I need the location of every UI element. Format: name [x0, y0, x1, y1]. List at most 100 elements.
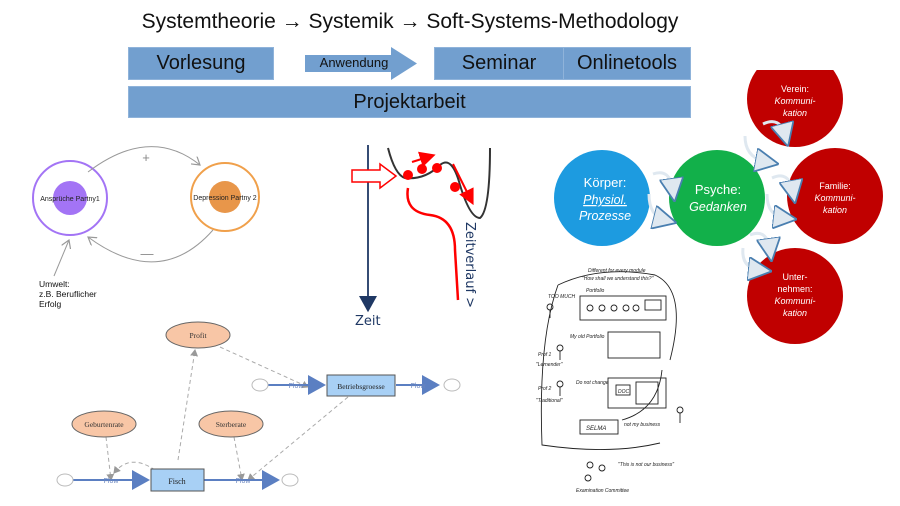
link-fisch-flow — [113, 461, 156, 474]
flow-label: Flow — [236, 478, 252, 485]
psyche-title: Psyche: — [695, 182, 741, 197]
sketch-label: SELMA — [586, 426, 606, 432]
ball — [417, 164, 427, 174]
verein-sub-1: Kommuni- — [774, 96, 815, 106]
unternehmen-sub-1: Kommuni- — [774, 296, 815, 306]
stock-betriebsgroesse — [326, 374, 396, 397]
link-betriebsgroesse-flow — [247, 396, 349, 481]
exchange-arrow — [749, 231, 770, 250]
variable-geburtenrate — [71, 410, 137, 438]
link-fisch-profit — [177, 349, 199, 461]
sketch-label: My old Portfolio — [570, 334, 605, 340]
variable-profit — [165, 321, 231, 349]
familie-sub-2: kation — [823, 205, 847, 215]
environment-label-1: Umwelt: — [39, 279, 70, 289]
node2-core — [209, 181, 241, 213]
sketch-label: Examination Committee — [576, 488, 629, 494]
variable-sterberate-label: Sterberate — [216, 420, 247, 429]
motion-arrow — [411, 151, 436, 168]
exchange-arrow — [762, 120, 785, 135]
variable-sterberate — [198, 410, 264, 438]
psyche-system-diagram: Körper: Physiol. Prozesse Psyche: Gedank… — [554, 70, 883, 344]
verein-title: Verein: — [781, 84, 809, 94]
exchange-arrow — [652, 171, 673, 190]
plus-sign: + — [142, 150, 150, 165]
causal-loop-diagram: Ansprüche Partny1 Depression Partny 2 + … — [32, 146, 260, 309]
sketch-top-arc — [557, 271, 677, 361]
stock-flow-diagram: Flow Flow Flow Flow Fisch Betriebsgroess… — [56, 321, 461, 492]
time-axis-label: Zeit — [355, 314, 381, 329]
sketch-label: not my business — [624, 422, 661, 428]
projektarbeit-bar: Projektarbeit — [128, 86, 691, 118]
verein-sub-2: kation — [783, 108, 807, 118]
anwendung-arrow — [305, 47, 417, 80]
sketch-label: "This is not our business" — [618, 462, 674, 468]
flow-label: Flow — [411, 383, 427, 390]
unternehmen-sub-2: kation — [783, 308, 807, 318]
koerper-title: Körper: — [584, 175, 627, 190]
sketch-label: Prof 1 — [538, 352, 552, 358]
page-title: Systemtheorie → Systemik → Soft-Systems-… — [141, 10, 679, 33]
sketch-note-2: "How shall we understand this?" — [582, 276, 654, 282]
cloud-icon — [251, 378, 269, 392]
sketch-portfolio-box — [579, 295, 667, 321]
cloud-icon — [56, 473, 74, 487]
sketch-outer-loop — [540, 284, 661, 450]
exchange-arrow — [765, 193, 785, 218]
koerper-sub-1: Physiol. — [583, 193, 627, 207]
anwendung-label: Anwendung — [319, 55, 389, 70]
fall-arrow — [452, 163, 474, 206]
sketch-box — [607, 331, 661, 359]
stock-betriebsgroesse-label: Betriebsgroesse — [337, 382, 385, 391]
sketch-label: Prof 2 — [538, 386, 552, 392]
vorlesung-bar: Vorlesung — [128, 47, 274, 80]
sketch-selma-box — [579, 419, 619, 435]
flow-label: Flow — [289, 383, 305, 390]
node2-label: Depression Partny 2 — [193, 195, 257, 202]
sketch-label: "Traditional" — [536, 398, 563, 404]
sketch-note-1: Different for every module — [588, 268, 646, 274]
koerper-circle — [554, 150, 650, 246]
sketch-box — [644, 299, 662, 311]
environment-label-2: z.B. Beruflicher — [39, 289, 97, 299]
familie-title: Familie: — [819, 181, 851, 191]
familie-sub-1: Kommuni- — [814, 193, 855, 203]
sketch-doc-box — [615, 384, 631, 396]
ball — [450, 182, 460, 192]
node1-label: Ansprüche Partny1 — [40, 196, 100, 203]
cloud-icon — [443, 378, 461, 392]
sketch-label: Portfolio — [586, 288, 605, 294]
variable-profit-label: Profit — [189, 331, 207, 340]
link-sterberate-flow — [233, 436, 245, 481]
sketch-label: Do not change — [576, 380, 609, 386]
variable-geburtenrate-label: Geburtenrate — [84, 420, 124, 429]
koerper-sub-2: Prozesse — [579, 209, 631, 223]
unternehmen-title-1: Unter- — [782, 272, 807, 282]
stock-fisch-label: Fisch — [168, 477, 185, 486]
sketch-box — [635, 381, 659, 405]
environment-label-3: Erfolg — [39, 299, 61, 309]
flow-label: Flow — [104, 478, 120, 485]
link-geburtenrate-flow — [105, 436, 115, 481]
input-arrow — [351, 162, 398, 190]
sketch-arrow — [621, 369, 663, 421]
sketch-box — [607, 377, 667, 409]
cloud-icon — [281, 473, 299, 487]
node1-core — [53, 181, 87, 215]
link-profit-flow — [219, 346, 309, 389]
hand-drawn-sketch: Different for every module "How shall we… — [536, 268, 684, 494]
environment-arrow — [53, 240, 69, 277]
exchange-arrow — [771, 174, 793, 192]
sketch-label: DOC — [618, 389, 630, 395]
onlinetools-bar: Onlinetools — [563, 47, 691, 80]
psyche-circle — [669, 150, 765, 246]
timeline-label: Zeitverlauf > — [462, 222, 477, 308]
negative-link-arrow — [88, 229, 214, 263]
psyche-sub: Gedanken — [689, 200, 747, 214]
familie-circle — [787, 148, 883, 244]
ball — [403, 170, 413, 180]
ball — [432, 163, 442, 173]
sketch-label: TOO MUCH — [548, 294, 576, 300]
sketch-label: "Lernender" — [536, 362, 563, 368]
exchange-arrow — [741, 247, 760, 270]
